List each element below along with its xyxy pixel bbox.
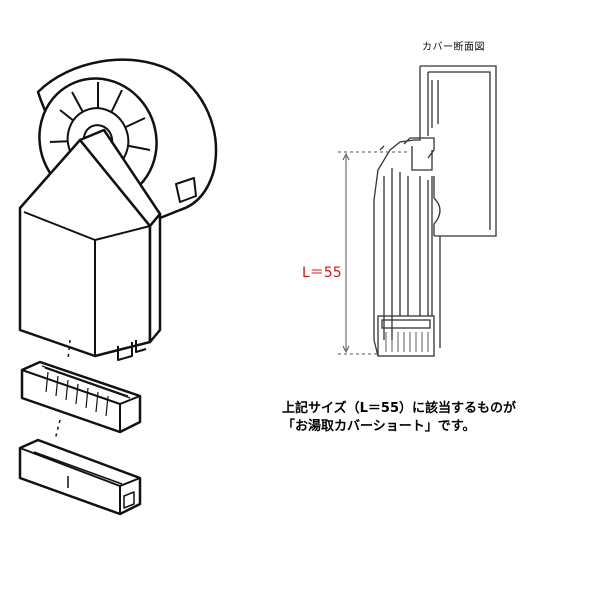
caption-line-1: 上記サイズ（L＝55）に該当するものが (282, 401, 516, 416)
bottom-tray (18, 438, 142, 516)
caption-line-2: 「お湯取カバーショート」です。 (282, 419, 476, 434)
assembly-guide-lines (54, 339, 71, 441)
filter-mesh (20, 360, 142, 434)
section-title: カバー断面図 (422, 42, 485, 53)
cover-body (18, 128, 162, 361)
caption: 上記サイズ（L＝55）に該当するものが 「お湯取カバーショート」です。 (282, 400, 598, 436)
dimension-label: L＝55 (302, 265, 342, 281)
dimension-marker (338, 151, 408, 355)
